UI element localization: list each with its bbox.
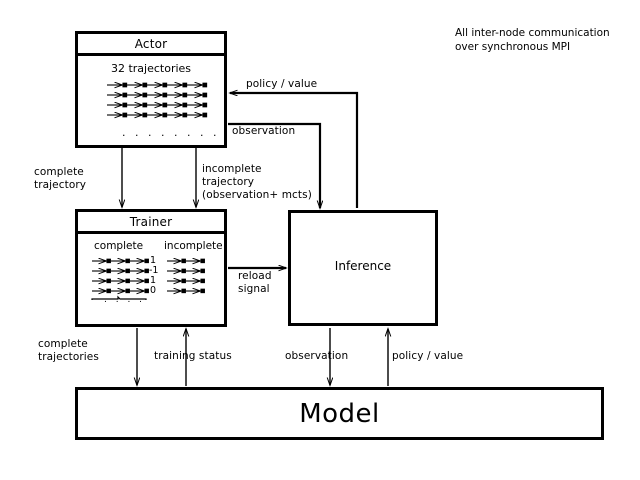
node-actor-body: 32 trajectories xyxy=(78,56,224,148)
trainer-brace-dots: . . . . xyxy=(104,295,146,305)
node-trainer-title: Trainer xyxy=(78,212,224,234)
label-incomplete-trajectory: incomplete trajectory (observation+ mcts… xyxy=(202,163,312,201)
node-actor[interactable]: Actor 32 trajectories xyxy=(75,31,227,148)
label-complete-trajectory: complete trajectory xyxy=(34,166,87,191)
node-trainer[interactable]: Trainer complete incomplete xyxy=(75,209,227,327)
actor-trajectory-glyphs xyxy=(107,80,208,124)
actor-subtitle: 32 trajectories xyxy=(110,62,192,75)
trainer-column-header-complete: complete xyxy=(94,240,144,252)
trainer-value-3: 0 xyxy=(150,285,157,296)
node-model-title: Model xyxy=(299,399,380,429)
edge-observation-top xyxy=(228,122,320,208)
label-observation-top: observation xyxy=(232,125,296,137)
node-inference-title: Inference xyxy=(334,259,392,273)
actor-ellipsis: . . . . . . . . xyxy=(122,126,220,139)
label-training-status: training status xyxy=(154,350,232,362)
node-model[interactable]: Model xyxy=(75,387,604,440)
edge-policy-value-top xyxy=(230,93,359,208)
trainer-column-header-incomplete: incomplete xyxy=(164,240,223,252)
node-actor-title: Actor xyxy=(78,34,224,56)
label-observation-bottom: observation xyxy=(285,350,349,362)
trainer-value-1: -1 xyxy=(149,265,159,276)
node-inference[interactable]: Inference xyxy=(288,210,438,326)
trainer-value-0: 1 xyxy=(150,255,157,266)
trainer-trajectory-glyphs xyxy=(91,256,205,300)
node-trainer-body: complete incomplete xyxy=(78,234,224,327)
mpi-note: All inter-node communication over synchr… xyxy=(455,27,610,53)
label-reload-signal: reload signal xyxy=(238,270,272,295)
label-complete-trajectories: complete trajectories xyxy=(38,338,99,363)
trainer-value-2: 1 xyxy=(150,275,157,286)
label-policy-value-top: policy / value xyxy=(246,78,318,90)
label-policy-value-bottom: policy / value xyxy=(392,350,464,362)
